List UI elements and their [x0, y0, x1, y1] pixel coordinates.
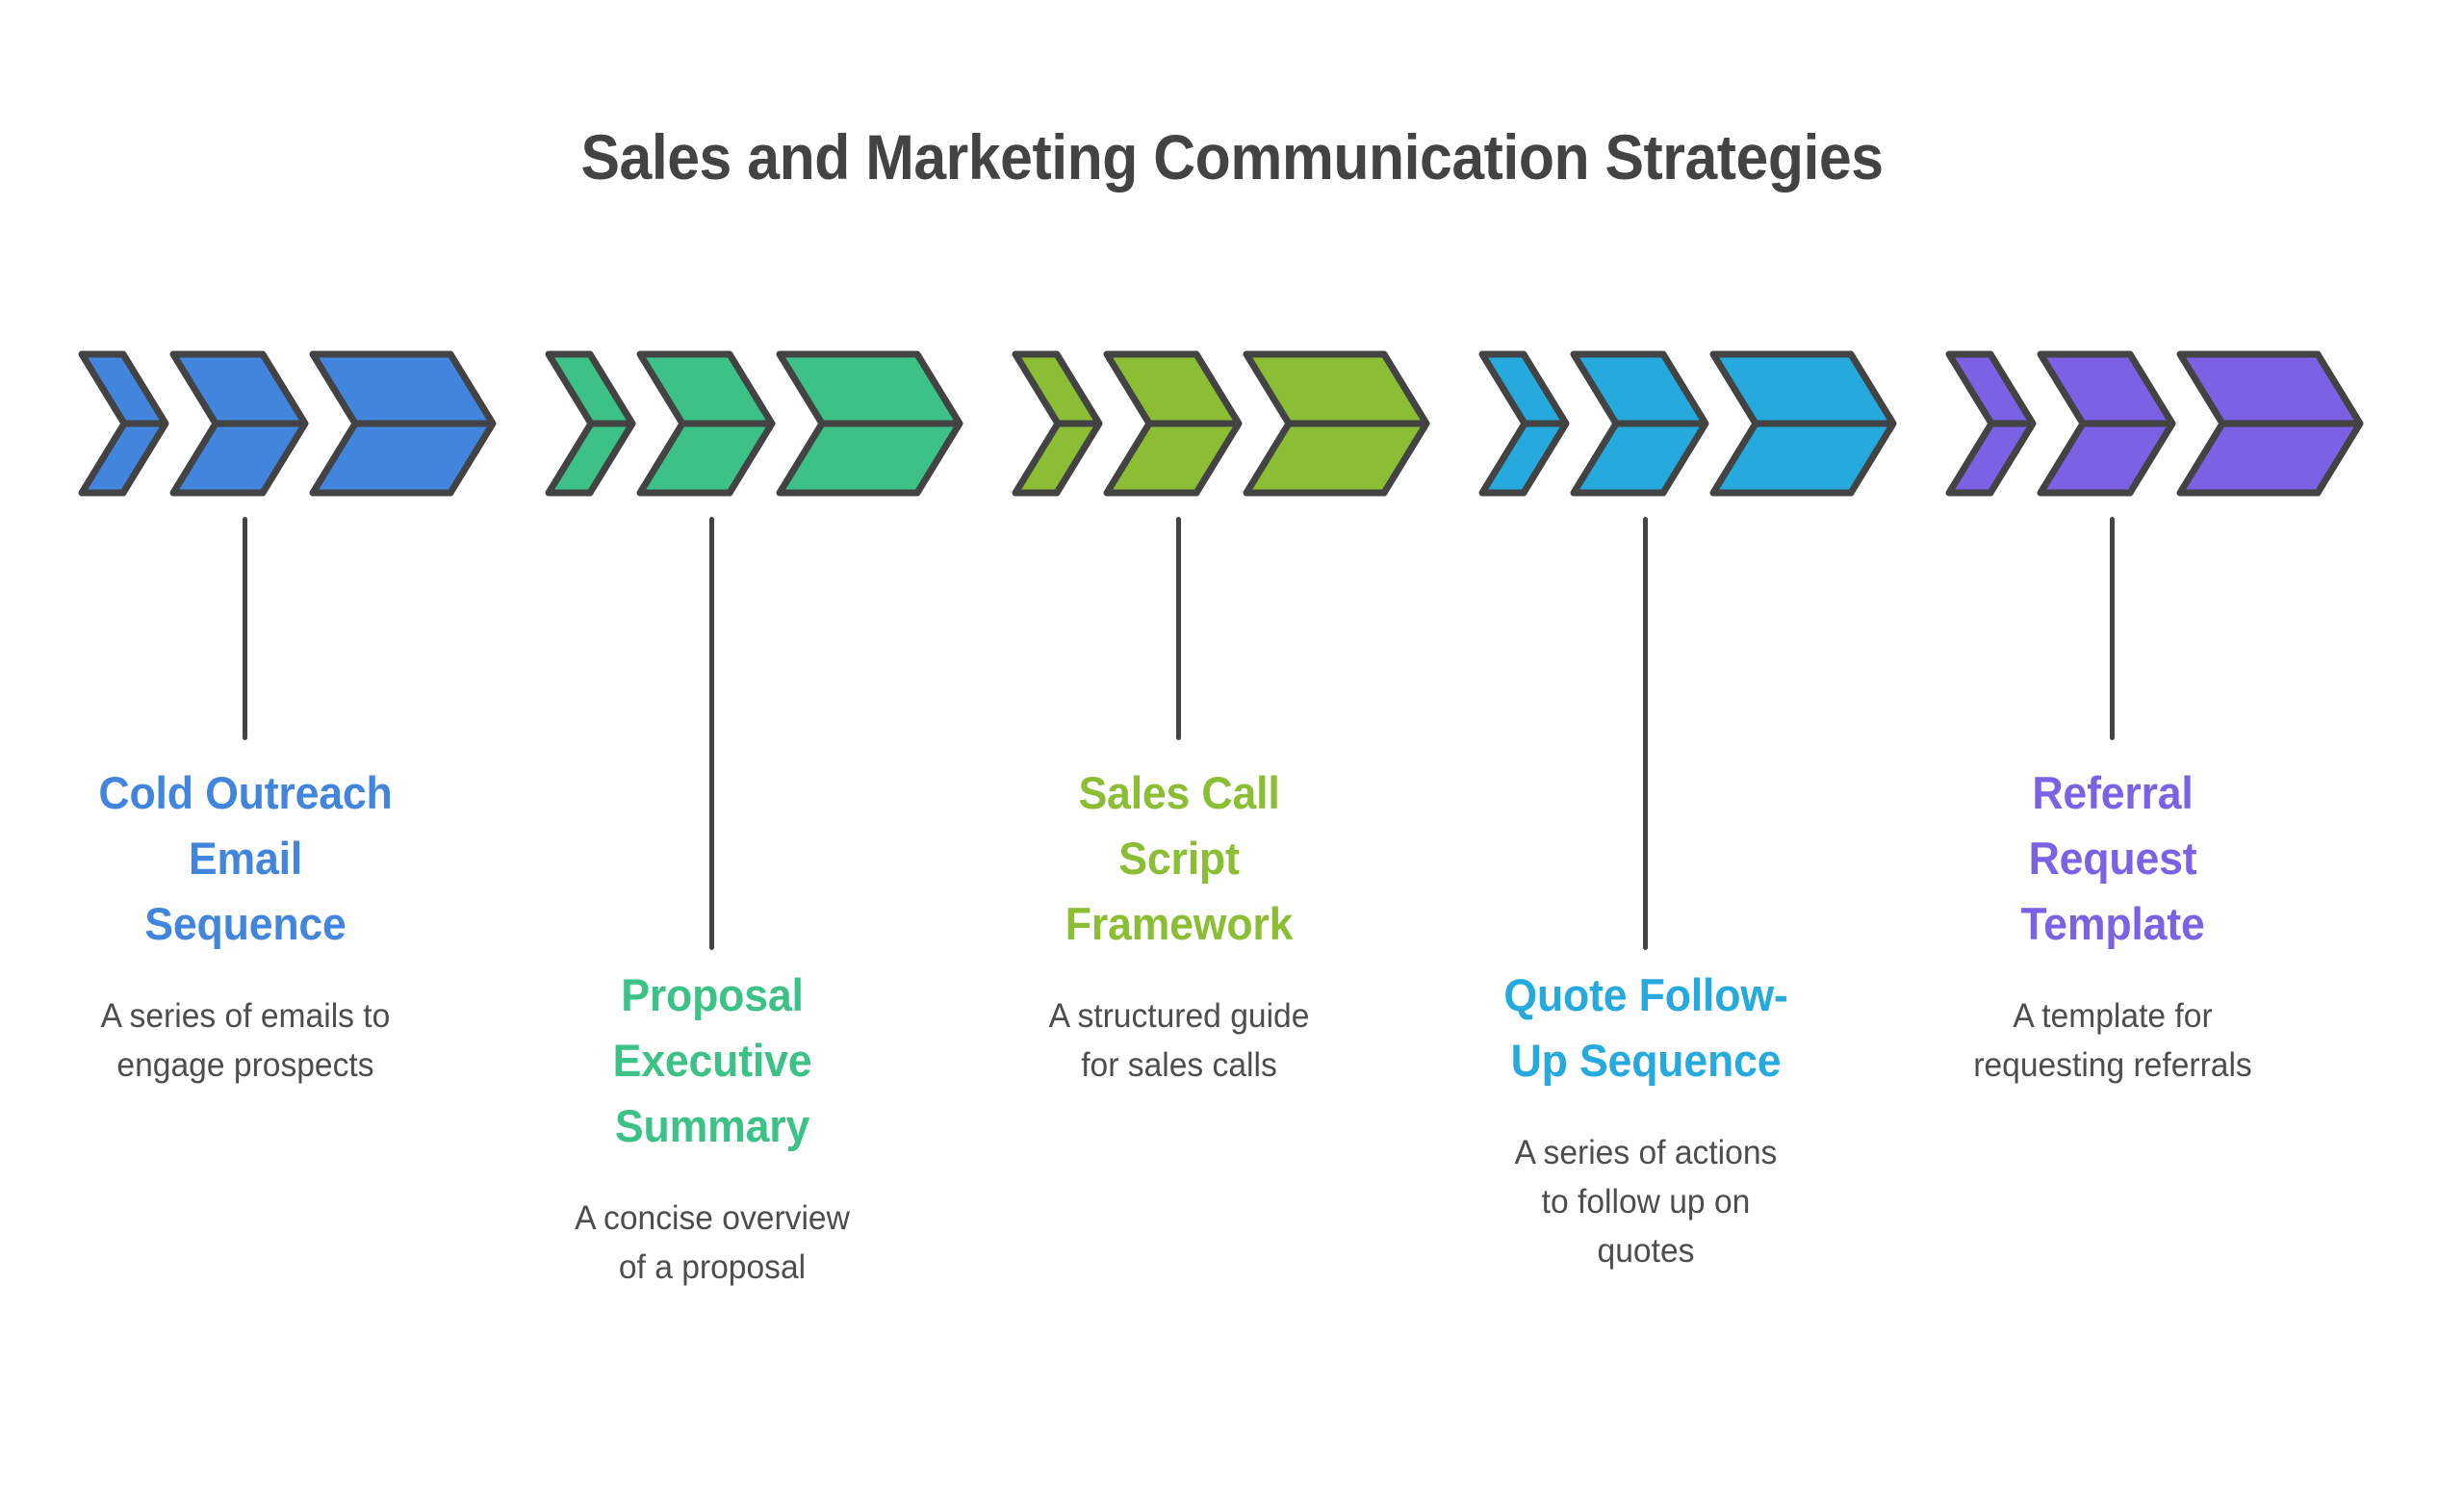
step-title-5-line-2: Request: [2028, 833, 2197, 884]
process-step-1: Cold Outreach Email Sequence A series of…: [19, 0, 497, 1491]
step-title-4-line-1: Quote Follow-: [1503, 969, 1788, 1020]
step-description-1: A series of emails to engage prospects: [28, 957, 462, 1090]
step-description-4-line-2: to follow up on: [1541, 1183, 1751, 1221]
connector-line-2: [709, 517, 714, 950]
connector-line-5: [2110, 517, 2115, 740]
step-title-5-line-1: Referral: [2032, 767, 2194, 818]
step-description-4-line-3: quotes: [1597, 1232, 1695, 1270]
step-title-1-line-2: Email: [188, 833, 303, 884]
step-title-2-line-3: Summary: [614, 1100, 810, 1151]
chevron-group-4: [1420, 348, 1897, 499]
step-title-1: Cold Outreach Email Sequence: [31, 760, 461, 957]
step-title-3-line-3: Framework: [1065, 898, 1294, 949]
step-label-4: Quote Follow- Up Sequence A series of ac…: [1420, 963, 1872, 1275]
step-title-3-line-1: Sales Call: [1078, 767, 1280, 818]
page-title: Sales and Marketing Communication Strate…: [580, 121, 1884, 193]
step-description-5: A template for requesting referrals: [1895, 957, 2329, 1090]
connector-line-3: [1176, 517, 1181, 740]
chevron-group-2: [486, 348, 963, 499]
step-title-2: Proposal Executive Summary: [498, 963, 928, 1159]
process-step-3: Sales Call Script Framework A structured…: [953, 0, 1430, 1491]
step-title-3: Sales Call Script Framework: [964, 760, 1395, 957]
step-description-4-line-1: A series of actions: [1514, 1134, 1778, 1171]
step-title-2-line-1: Proposal: [621, 969, 804, 1020]
step-description-2-line-2: of a proposal: [618, 1248, 807, 1286]
step-title-1-line-3: Sequence: [144, 898, 346, 949]
chevron-group-1: [19, 348, 497, 499]
step-description-5-line-1: A template for: [2013, 997, 2213, 1035]
step-label-5: Referral Request Template A template for…: [1886, 760, 2339, 1090]
step-description-1-line-1: A series of emails to: [100, 997, 391, 1035]
step-title-4: Quote Follow- Up Sequence: [1431, 963, 1861, 1093]
step-description-3-line-2: for sales calls: [1081, 1046, 1277, 1084]
step-label-2: Proposal Executive Summary A concise ove…: [486, 963, 938, 1292]
chevron-group-5: [1886, 348, 2364, 499]
connector-line-1: [243, 517, 247, 740]
step-title-4-line-2: Up Sequence: [1510, 1035, 1782, 1086]
process-step-4: Quote Follow- Up Sequence A series of ac…: [1420, 0, 1897, 1491]
step-label-1: Cold Outreach Email Sequence A series of…: [19, 760, 472, 1090]
step-label-3: Sales Call Script Framework A structured…: [953, 760, 1405, 1090]
step-title-5: Referral Request Template: [1898, 760, 2328, 957]
step-description-2-line-1: A concise overview: [575, 1199, 850, 1237]
chevron-group-3: [953, 348, 1430, 499]
step-description-2: A concise overview of a proposal: [495, 1159, 929, 1292]
step-description-3-line-1: A structured guide: [1048, 997, 1310, 1035]
process-step-2: Proposal Executive Summary A concise ove…: [486, 0, 963, 1491]
step-description-4: A series of actions to follow up on quot…: [1428, 1093, 1862, 1275]
step-description-5-line-2: requesting referrals: [1973, 1046, 2252, 1084]
process-step-5: Referral Request Template A template for…: [1886, 0, 2364, 1491]
step-title-3-line-2: Script: [1118, 833, 1240, 884]
step-title-1-line-1: Cold Outreach: [98, 767, 393, 818]
step-title-5-line-3: Template: [2020, 898, 2205, 949]
step-description-1-line-2: engage prospects: [116, 1046, 374, 1084]
connector-line-4: [1643, 517, 1648, 950]
step-description-3: A structured guide for sales calls: [962, 957, 1396, 1090]
step-title-2-line-2: Executive: [612, 1035, 812, 1086]
